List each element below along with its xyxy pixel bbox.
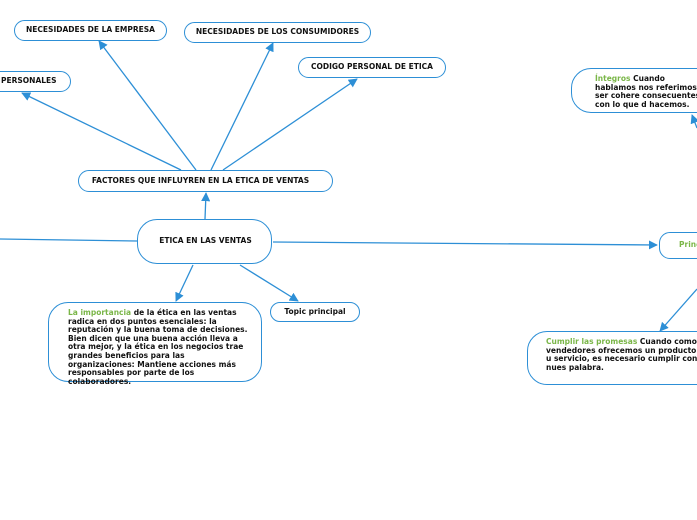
- node-personales[interactable]: PERSONALES: [0, 71, 71, 92]
- highlight-text: La importancia: [68, 308, 132, 317]
- edge-factores-personales: [21, 92, 182, 171]
- node-center-etica-ventas[interactable]: ETICA EN LAS VENTAS: [137, 219, 272, 264]
- edge-center-principios: [272, 240, 658, 250]
- edge-principios-cumplir: [659, 288, 697, 332]
- node-codigo-personal[interactable]: CODIGO PERSONAL DE ETICA: [298, 57, 446, 78]
- edge-principios-integros: [690, 114, 697, 129]
- node-importancia[interactable]: La importancia de la ética en las ventas…: [48, 302, 262, 386]
- edge-factores-empresa: [98, 40, 197, 171]
- node-label: NECESIDADES DE LA EMPRESA: [26, 25, 155, 35]
- node-factores[interactable]: FACTORES QUE INFLUYREN EN LA ETICA DE VE…: [78, 170, 333, 192]
- node-necesidades-empresa[interactable]: NECESIDADES DE LA EMPRESA: [14, 20, 167, 41]
- edge-center-factores: [201, 192, 211, 220]
- highlight-text: Cumplir las promesas: [546, 337, 638, 346]
- node-cumplir-promesas[interactable]: Cumplir las promesas Cuando como vendedo…: [527, 331, 697, 385]
- node-topic-principal[interactable]: Topic principal: [270, 302, 360, 322]
- edge-factores-codigo: [222, 78, 358, 171]
- edge-factores-consumidores: [210, 42, 274, 171]
- edge-center-left: [0, 238, 138, 242]
- node-label: CODIGO PERSONAL DE ETICA: [311, 62, 433, 72]
- node-integros[interactable]: Íntegros Cuando hablamos nos referimos a…: [571, 68, 697, 113]
- node-label: ETICA EN LAS VENTAS: [159, 236, 252, 246]
- note-text: Cuando como vendedores ofrecemos un prod…: [546, 337, 697, 372]
- note-text: de la ética en las ventas radica en dos …: [68, 308, 248, 386]
- node-label: NECESIDADES DE LOS CONSUMIDORES: [195, 27, 360, 37]
- node-principios[interactable]: Princ: [659, 232, 697, 259]
- note-text: Cuando hablamos nos referimos a ser cohe…: [595, 74, 697, 109]
- node-label: Princ: [679, 240, 697, 250]
- node-label: Topic principal: [284, 306, 346, 316]
- edge-center-topic: [239, 264, 299, 302]
- node-label: FACTORES QUE INFLUYREN EN LA ETICA DE VE…: [91, 175, 310, 185]
- node-necesidades-consumidores[interactable]: NECESIDADES DE LOS CONSUMIDORES: [184, 22, 371, 43]
- highlight-text: Íntegros: [595, 74, 631, 83]
- edge-center-importancia: [175, 264, 194, 302]
- node-label: PERSONALES: [1, 76, 57, 86]
